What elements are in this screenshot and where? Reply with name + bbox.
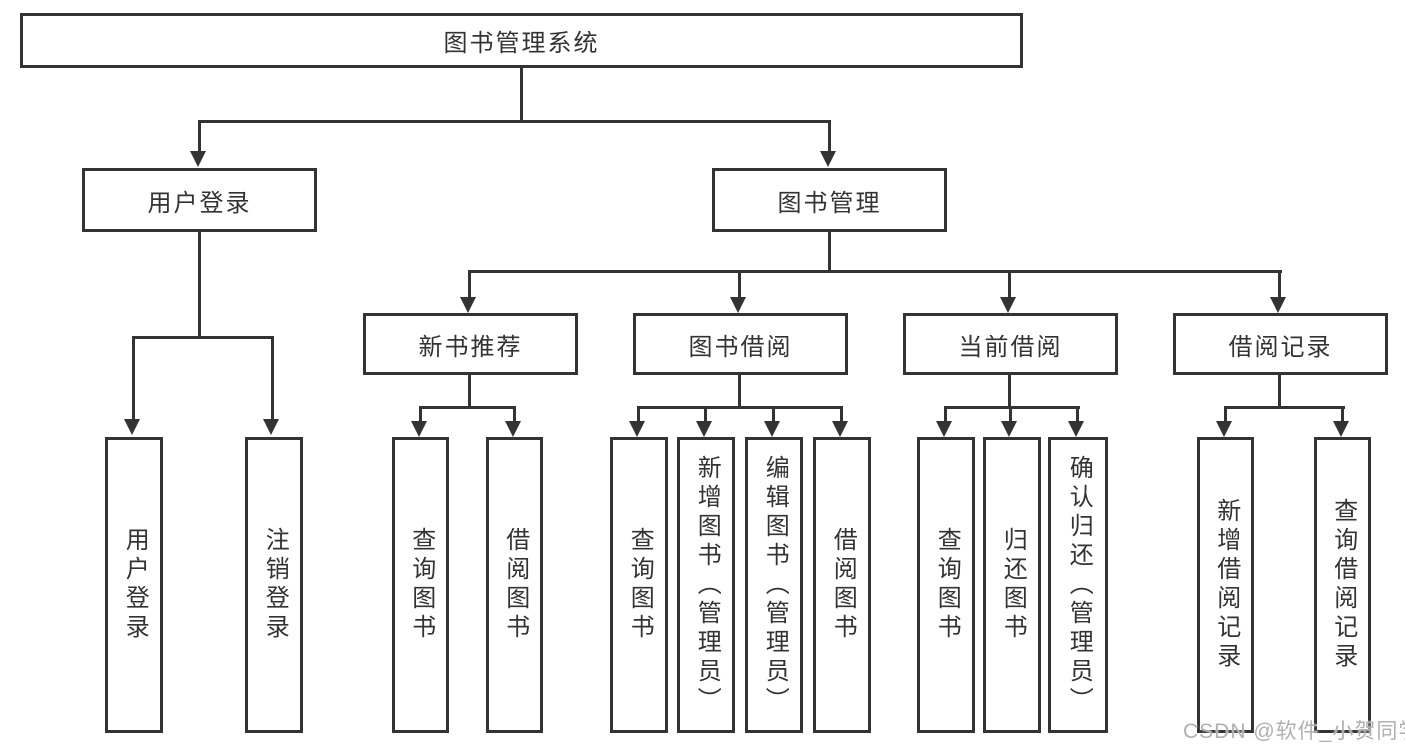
connector-line [1008,271,1011,298]
arrowhead-down-icon [730,297,746,313]
leaf-logout: 注销登录 [245,437,303,733]
leaf-label: 借阅图书 [829,527,857,643]
connector-line [828,232,831,270]
connector-line [637,406,843,409]
leaf-label: 新增图书（管理员） [693,454,721,716]
leaf-label: 查询图书 [407,527,435,643]
connector-line [419,407,422,422]
connector-line [772,407,775,422]
node-user-login: 用户登录 [82,168,317,232]
leaf-label: 注销登录 [261,527,289,643]
leaf-add-books-admin: 新增图书（管理员） [677,437,735,733]
leaf-query-books-borrowing: 查询图书 [610,437,668,733]
connector-line [1008,375,1011,406]
connector-line [513,407,516,422]
connector-line [132,337,135,420]
connector-line [198,232,201,336]
csdn-watermark: CSDN @软件_小贺同学 [1183,720,1405,743]
leaf-label: 用户登录 [121,527,149,643]
arrowhead-down-icon [1001,421,1017,437]
leaf-return-books: 归还图书 [983,437,1041,733]
leaf-query-borrow-record: 查询借阅记录 [1314,437,1371,733]
connector-line [1278,271,1281,298]
arrowhead-down-icon [1270,297,1286,313]
node-book-management: 图书管理 [712,168,947,232]
connector-line [840,407,843,422]
connector-line [520,68,523,120]
leaf-query-books-current: 查询图书 [917,437,975,733]
node-new-book-recommendation: 新书推荐 [363,313,578,375]
node-borrowing-records: 借阅记录 [1173,313,1388,375]
connector-line [468,375,471,406]
arrowhead-down-icon [1000,297,1016,313]
leaf-label: 查询图书 [626,527,654,643]
arrowhead-down-icon [764,421,780,437]
leaf-label: 查询借阅记录 [1329,498,1357,672]
connector-line [704,407,707,422]
leaf-borrow-books: 借阅图书 [813,437,871,733]
connector-line [1224,407,1227,422]
leaf-label: 编辑图书（管理员） [761,454,789,716]
arrowhead-down-icon [411,421,427,437]
connector-line [637,407,640,422]
arrowhead-down-icon [1333,421,1349,437]
connector-line [198,121,201,152]
leaf-label: 查询图书 [933,527,961,643]
connector-line [828,121,831,152]
arrowhead-down-icon [1216,421,1232,437]
arrowhead-down-icon [505,421,521,437]
leaf-label: 借阅图书 [501,527,529,643]
arrowhead-down-icon [936,421,952,437]
connector-line [1224,406,1345,409]
arrowhead-down-icon [629,421,645,437]
connector-line [468,270,1282,273]
leaf-add-borrow-record: 新增借阅记录 [1197,437,1254,733]
arrowhead-down-icon [460,297,476,313]
connector-line [944,407,947,422]
connector-line [738,375,741,406]
connector-line [132,336,274,339]
connector-line [198,120,831,123]
connector-line [1341,407,1344,422]
connector-line [1076,407,1079,422]
arrowhead-down-icon [1068,421,1084,437]
arrowhead-down-icon [820,151,836,167]
leaf-label: 确认归还（管理员） [1065,454,1093,716]
connector-line [468,271,471,298]
connector-line [1278,375,1281,406]
arrowhead-down-icon [696,421,712,437]
connector-line [944,406,1080,409]
connector-line [271,337,274,420]
arrowhead-down-icon [832,421,848,437]
leaf-edit-books-admin: 编辑图书（管理员） [745,437,803,733]
node-library-management-system: 图书管理系统 [20,13,1023,68]
node-book-borrowing: 图书借阅 [633,313,848,375]
connector-line [1009,407,1012,422]
leaf-borrow-books-recommend: 借阅图书 [486,437,543,733]
leaf-label: 归还图书 [999,527,1027,643]
arrowhead-down-icon [263,419,279,435]
leaf-label: 新增借阅记录 [1212,498,1240,672]
node-current-borrowing: 当前借阅 [903,313,1118,375]
arrowhead-down-icon [124,419,140,435]
leaf-user-login: 用户登录 [105,437,163,733]
arrowhead-down-icon [190,151,206,167]
leaf-confirm-return-admin: 确认归还（管理员） [1048,437,1108,733]
connector-line [419,406,516,409]
connector-line [738,271,741,298]
leaf-query-books-recommend: 查询图书 [392,437,449,733]
